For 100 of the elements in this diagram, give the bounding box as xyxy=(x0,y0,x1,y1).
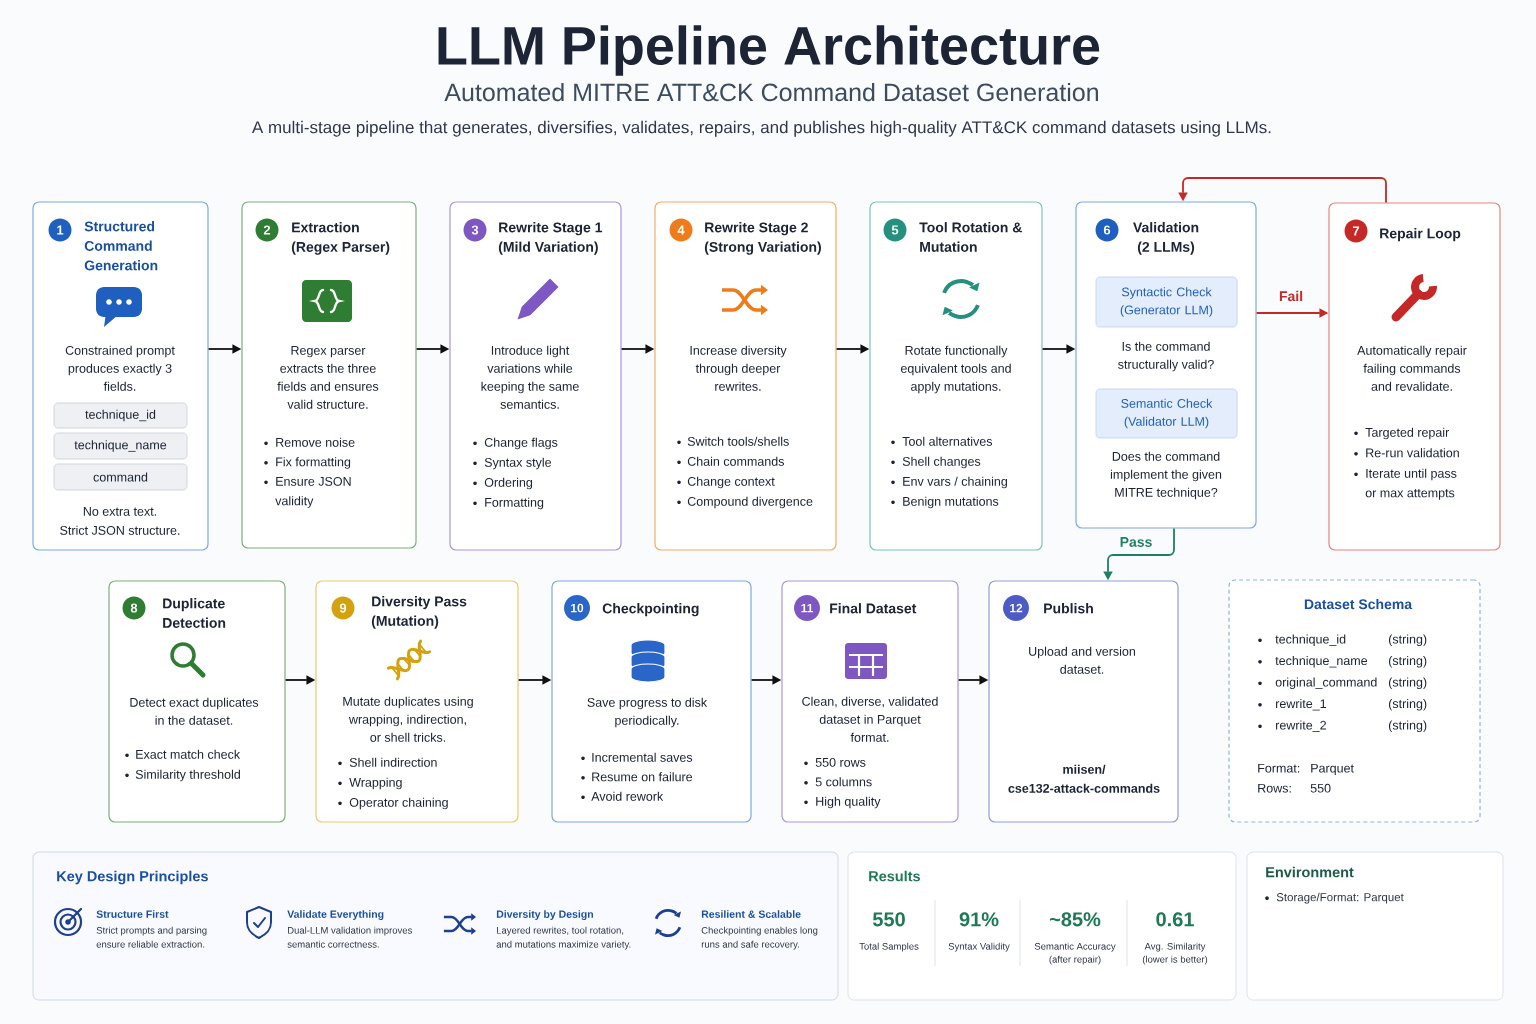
description-text: Constrained prompt produces exactly 3 fields. xyxy=(65,345,175,391)
principle-title: Validate Everything xyxy=(287,910,384,920)
principle-title: Resilient & Scalable xyxy=(701,910,801,918)
number-badge: 3 xyxy=(463,218,487,242)
bullet-item: Syntax style xyxy=(484,457,552,470)
bullet-item: Iterate until pass or max attempts xyxy=(1365,468,1457,500)
schema-meta: Rows: xyxy=(1258,783,1291,793)
step-title: Tool Rotation & Mutation xyxy=(919,222,1022,252)
bullet-item: Exact match check xyxy=(136,749,241,759)
bullet-item: Env vars / chaining xyxy=(903,476,1007,489)
panel-title: Key Design Principles xyxy=(57,870,208,885)
description-text: Introduce light variations while keeping the same semantics. xyxy=(481,345,579,409)
step-title: Publish xyxy=(1044,603,1093,614)
number-badge: 7 xyxy=(1344,219,1368,243)
schema-meta: Format: xyxy=(1258,763,1300,773)
field-name: original_command xyxy=(1275,677,1377,690)
principle-text: Strict prompts and parsing ensure reliable extraction. xyxy=(96,926,207,948)
metric-value: ~85% xyxy=(1049,912,1101,927)
step-title: Structured Command Generation xyxy=(84,221,158,271)
bullet-item: Fix formatting xyxy=(276,457,351,469)
bullet-item: Chain commands xyxy=(687,456,784,466)
number-badge: 5 xyxy=(883,218,907,242)
step-title: Repair Loop xyxy=(1380,228,1461,242)
number-badge: 12 xyxy=(1003,595,1029,621)
description-text: Upload and version dataset. xyxy=(1029,646,1135,674)
field-type: (string) xyxy=(1389,677,1427,690)
check-box: Semantic Check (Validator LLM) xyxy=(1095,388,1238,439)
bullet-item: Operator chaining xyxy=(349,797,448,810)
step-title: Final Dataset xyxy=(830,603,917,614)
field-name: rewrite_1 xyxy=(1276,698,1326,711)
number-badge: 9 xyxy=(331,596,355,620)
field-type: (string) xyxy=(1389,655,1427,668)
description-text: Rotate functionally equivalent tools and apply mutations. xyxy=(900,345,1011,394)
number-badge: 8 xyxy=(122,596,146,620)
intro-text: A multi-stage pipeline that generates, diversifies, validates, repairs, and publishes high-quality ATT&CK command datasets using LLMs. xyxy=(251,120,1271,137)
description-text: Clean, diverse, validated dataset in Parquet format. xyxy=(802,696,938,742)
description-text: Mutate duplicates using wrapping, indirection, or shell tricks. xyxy=(343,696,473,742)
metric-label: Total Samples xyxy=(859,942,919,952)
bullet-item: 550 rows xyxy=(815,758,866,767)
panel-title: Environment xyxy=(1266,866,1354,878)
field-name: technique_name xyxy=(1275,655,1368,668)
step-title: Diversity Pass (Mutation) xyxy=(371,596,467,629)
principle-title: Diversity by Design xyxy=(496,910,593,920)
bullet-item: Compound divergence xyxy=(687,496,813,509)
bullet-item: 5 columns xyxy=(815,777,872,787)
bullet-item: High quality xyxy=(816,796,881,809)
bullet-item: Resume on failure xyxy=(592,772,693,782)
number-badge: 10 xyxy=(564,595,590,621)
metric-label: Syntax Validity xyxy=(948,942,1010,952)
description-text: Does the command implement the given MITRE technique? xyxy=(1110,451,1222,500)
check-box: Syntactic Check (Generator LLM) xyxy=(1095,276,1238,328)
bullet-item: Shell indirection xyxy=(349,757,437,767)
description-text: Regex parser extracts the three fields and ensures valid structure. xyxy=(277,346,379,409)
field-name: rewrite_2 xyxy=(1276,720,1326,732)
step-title: Rewrite Stage 1 (Mild Variation) xyxy=(498,222,603,255)
bullet-item: Change context xyxy=(687,476,775,489)
field-type: (string) xyxy=(1389,720,1427,733)
schema-value: Parquet xyxy=(1311,763,1354,776)
bullet-item: Benign mutations xyxy=(903,496,999,509)
field-box: technique_name xyxy=(53,432,188,460)
bullet-item: Storage/Format: Parquet xyxy=(1276,892,1404,904)
step-title: Rewrite Stage 2 (Strong Variation) xyxy=(704,222,821,255)
subtitle: Automated MITRE ATT&CK Command Dataset Generation xyxy=(444,82,1098,102)
number-badge: 4 xyxy=(669,218,693,242)
bullet-item: Formatting xyxy=(485,497,544,510)
principle-title: Structure First xyxy=(96,910,169,918)
panel-title: Dataset Schema xyxy=(1304,598,1413,610)
principle-text: Checkpointing enables long runs and safe recovery. xyxy=(701,926,818,950)
bullet-item: Avoid rework xyxy=(591,791,664,801)
description-text: No extra text. xyxy=(83,507,157,516)
bullet-item: Re-run validation xyxy=(1366,448,1459,458)
field-box: command xyxy=(53,463,188,491)
field-name: technique_id xyxy=(1275,634,1346,647)
field-type: (string) xyxy=(1389,698,1427,711)
field-box: technique_id xyxy=(53,402,188,429)
principle-text: Dual-LLM validation improves semantic correctness. xyxy=(287,926,412,948)
description-text: Save progress to disk periodically. xyxy=(587,697,708,728)
bullet-item: Incremental saves xyxy=(592,752,693,762)
bullet-item: Change flags xyxy=(484,437,558,450)
description-text: Is the command structurally valid? xyxy=(1118,341,1214,372)
bullet-item: Ensure JSON validity xyxy=(275,477,351,508)
panel-title: Results xyxy=(869,870,920,882)
bullet-item: Switch tools/shells xyxy=(687,436,789,446)
bullet-item: Wrapping xyxy=(349,777,402,790)
step-title: Extraction (Regex Parser) xyxy=(291,222,390,255)
number-badge: 1 xyxy=(48,218,72,242)
metric-label: Avg. Similarity (lower is better) xyxy=(1142,942,1208,965)
repository-path: miisen/cse132-attack-commands xyxy=(1008,764,1160,793)
field-type: (string) xyxy=(1389,634,1427,647)
bullet-item: Shell changes xyxy=(902,456,981,469)
description-text: Strict JSON structure. xyxy=(60,525,180,535)
bullet-item: Similarity threshold xyxy=(135,769,240,782)
number-badge: 11 xyxy=(794,595,820,621)
step-title: Validation (2 LLMs) xyxy=(1133,222,1199,255)
bullet-item: Remove noise xyxy=(276,437,355,447)
number-badge: 2 xyxy=(255,218,279,242)
edge-label: Fail xyxy=(1277,289,1305,303)
description-text: Detect exact duplicates in the dataset. xyxy=(130,697,259,725)
metric-value: 91% xyxy=(959,912,999,927)
number-badge: 6 xyxy=(1095,218,1119,242)
